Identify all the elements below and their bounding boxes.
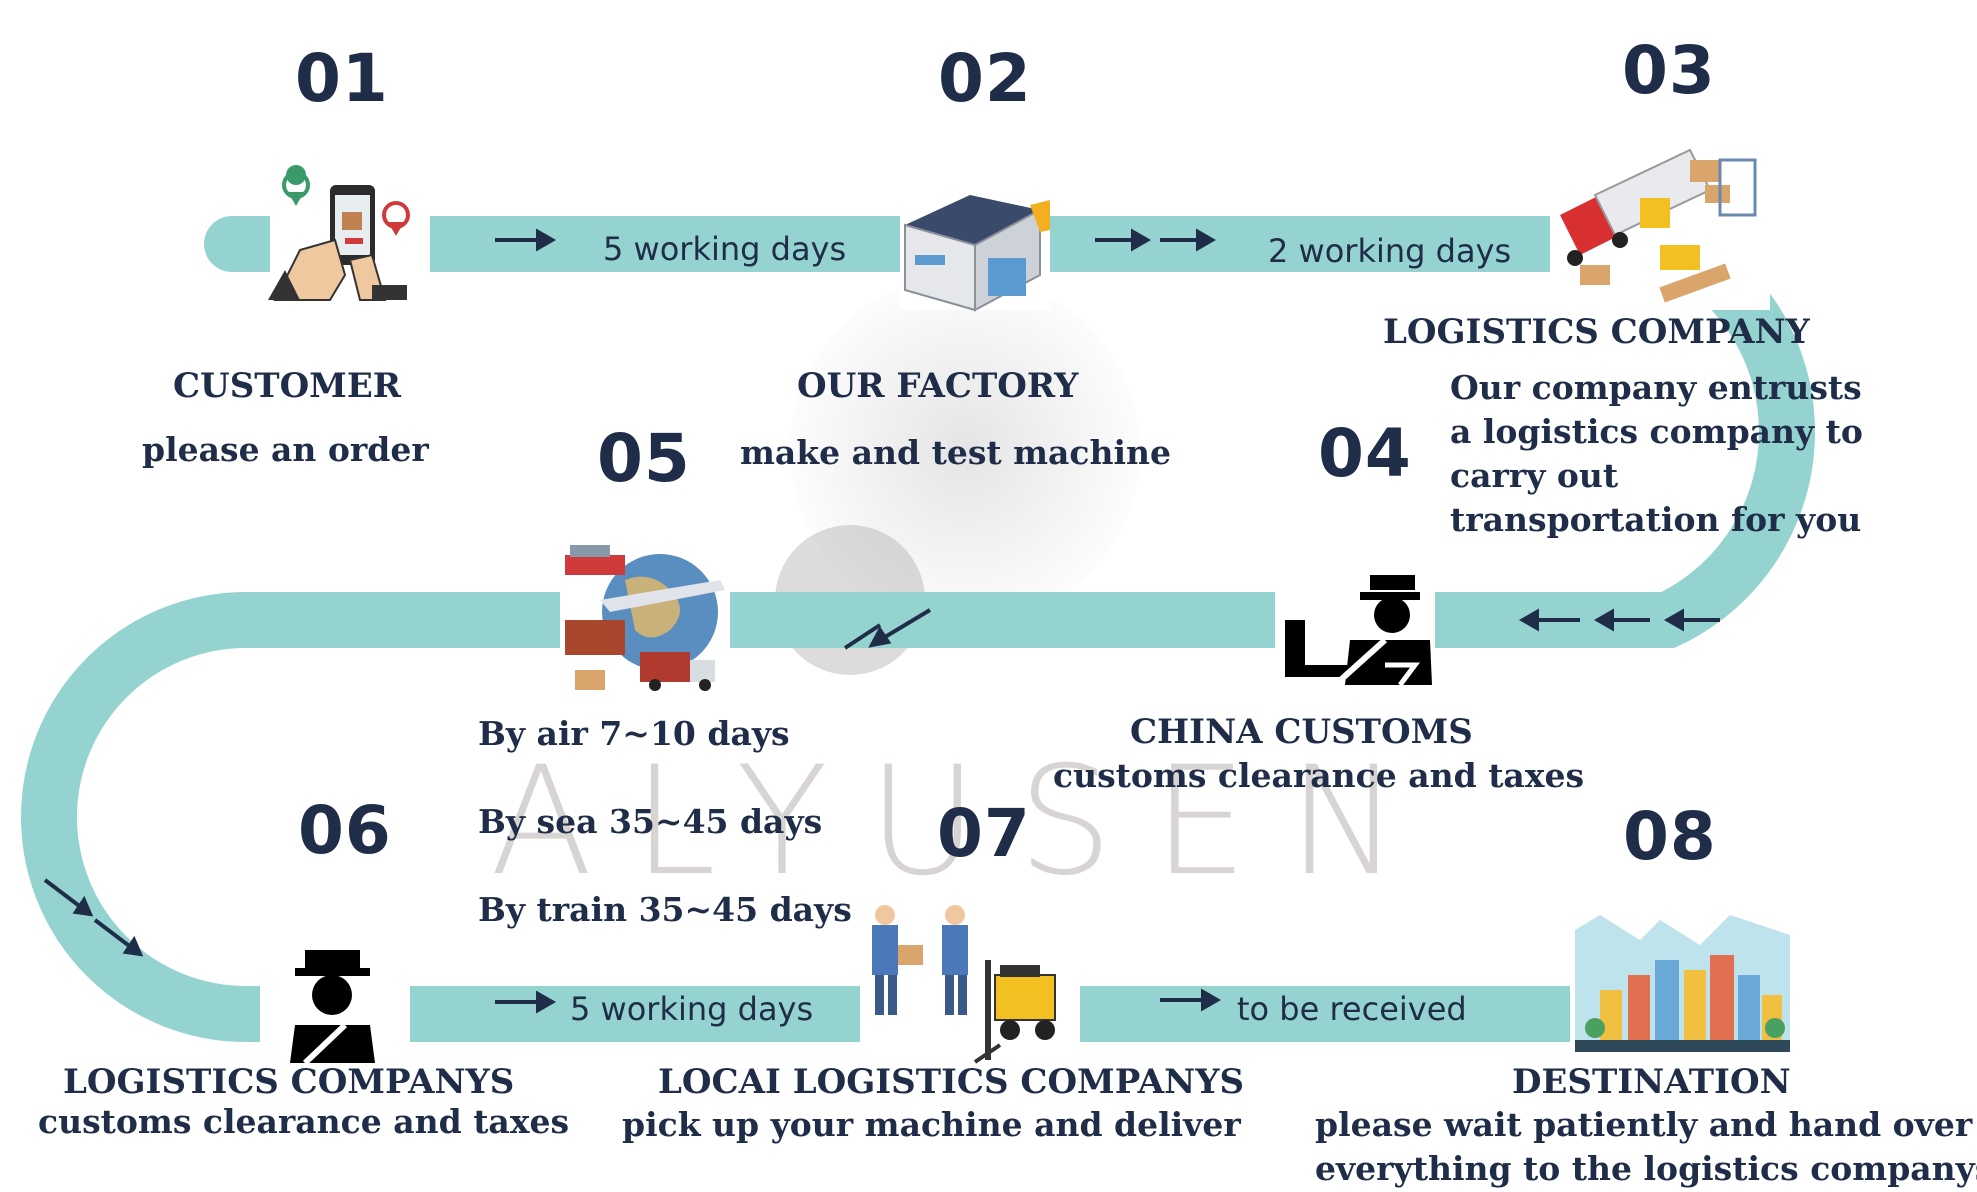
step-desc-china-customs: customs clearance and taxes	[1053, 756, 1585, 795]
road-label-3: 5 working days	[570, 990, 814, 1028]
arrow-down-icon	[43, 878, 144, 957]
step-desc-local-logistics: pick up your machine and deliver	[622, 1105, 1241, 1144]
step-desc-destination-line2: everything to the logistics companys	[1315, 1149, 1977, 1188]
step-desc-destination-line1: please wait patiently and hand over	[1315, 1105, 1973, 1144]
globe-transport-icon	[560, 545, 730, 695]
workers-forklift-icon	[860, 900, 1080, 1075]
step-number-07: 07	[937, 795, 1031, 872]
step-number-02: 02	[938, 40, 1032, 117]
step-title-factory: OUR FACTORY	[797, 366, 1079, 406]
road-label-4: to be received	[1237, 990, 1467, 1028]
step-desc-logistics: Our company entrusts a logistics company…	[1450, 368, 1863, 539]
step-title-customer: CUSTOMER	[173, 366, 401, 406]
step-number-04: 04	[1318, 415, 1412, 492]
transport-air: By air 7~10 days	[478, 714, 790, 753]
road-label-2: 2 working days	[1268, 232, 1512, 270]
road-path	[21, 216, 1815, 1042]
step-number-03: 03	[1622, 32, 1716, 109]
truck-warehouse-icon	[1550, 140, 1770, 310]
step-number-05: 05	[597, 420, 691, 497]
step-title-destination: DESTINATION	[1512, 1062, 1791, 1102]
step-desc-factory: make and test machine	[740, 433, 1172, 472]
arrow-icon	[495, 988, 1222, 1014]
officer-icon	[260, 945, 410, 1066]
step-title-local-logistics: LOCAI LOGISTICS COMPANYS	[658, 1062, 1245, 1102]
step-desc-customer: please an order	[142, 430, 429, 469]
arrow-left-icon	[843, 608, 1720, 650]
step-title-china-customs: CHINA CUSTOMS	[1130, 712, 1473, 752]
step-desc-logistics-companys: customs clearance and taxes	[38, 1102, 570, 1141]
city-icon	[1570, 905, 1800, 1060]
road-label-1: 5 working days	[603, 230, 847, 268]
step-number-08: 08	[1623, 798, 1717, 875]
transport-sea: By sea 35~45 days	[478, 802, 823, 841]
phone-order-icon	[268, 160, 430, 301]
watermark-circle	[790, 275, 1140, 625]
step-number-06: 06	[298, 792, 392, 869]
transport-train: By train 35~45 days	[478, 890, 852, 929]
step-title-logistics-companys: LOGISTICS COMPANYS	[63, 1062, 515, 1102]
customs-officer-desk-icon	[1275, 565, 1435, 690]
warehouse-icon	[900, 195, 1050, 312]
arrow-icon	[495, 228, 1217, 252]
step-title-logistics: LOGISTICS COMPANY	[1383, 312, 1810, 352]
watermark-text: ALYUSEN	[490, 735, 1440, 909]
step-number-01: 01	[295, 40, 389, 117]
